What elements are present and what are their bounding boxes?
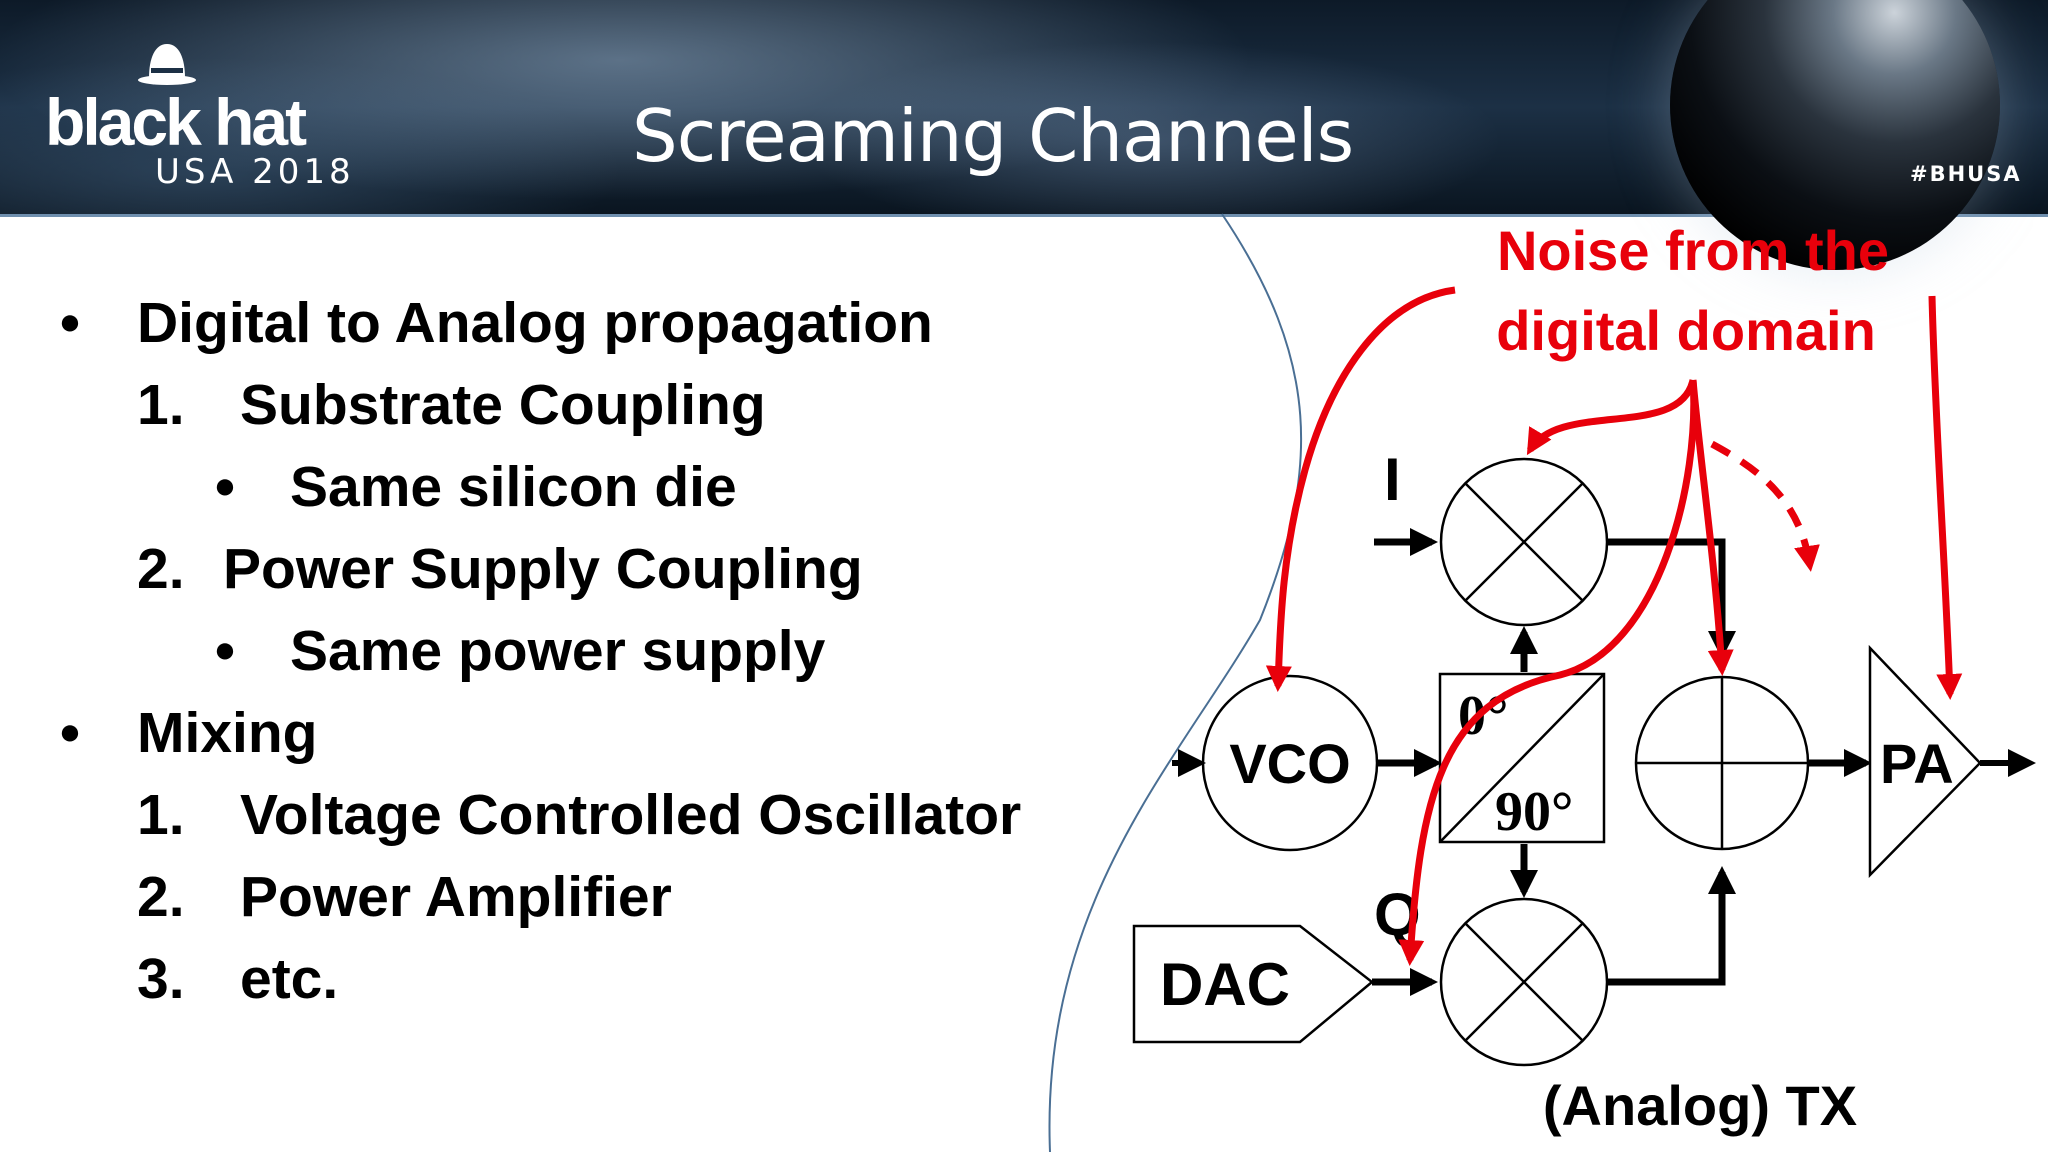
i-mixer-to-adder-line xyxy=(1607,538,1736,659)
noise-arrow-to-q-mixer xyxy=(1398,379,1698,966)
logo-wordmark: black hat xyxy=(45,85,307,159)
pa-label: PA xyxy=(1880,732,1954,795)
bullet-text: Voltage Controlled Oscillator xyxy=(240,783,1022,847)
q-mixer xyxy=(1439,897,1609,1067)
phase-splitter-block: 0° 90° xyxy=(1438,672,1606,844)
slide-header: black hat USA 2018 Screaming Channels #B… xyxy=(0,0,2048,270)
bullet-text: Power Supply Coupling xyxy=(223,537,863,601)
noise-arrow-to-vco xyxy=(1265,286,1456,692)
noise-annotation-line1: Noise from the xyxy=(1497,219,1889,282)
bullet-text: etc. xyxy=(240,947,339,1011)
dac-label: DAC xyxy=(1160,951,1290,1018)
bullet-text: Substrate Coupling xyxy=(240,373,766,437)
noise-arrow-to-i-mixer xyxy=(1526,378,1697,456)
pa-block: PA xyxy=(1868,644,1982,879)
vco-label: VCO xyxy=(1229,732,1350,795)
bullet-text: Same power supply xyxy=(290,619,826,683)
q-mixer-to-adder-line xyxy=(1607,866,1736,986)
adder-block xyxy=(1634,675,1810,851)
bullet-text: Digital to Analog propagation xyxy=(137,291,933,355)
hat-icon xyxy=(138,44,196,85)
logo-event: USA 2018 xyxy=(155,152,355,192)
hashtag: #BHUSA xyxy=(1910,162,2022,186)
diagram-caption: (Analog) TX xyxy=(1543,1074,1857,1137)
bullet-marker: 3. xyxy=(137,947,185,1011)
bullet-marker: 1. xyxy=(137,373,185,437)
noise-arrow-to-pa xyxy=(1928,295,1963,700)
bullet-text: Mixing xyxy=(137,701,318,765)
dac-block: DAC xyxy=(1132,924,1374,1044)
i-label: I xyxy=(1384,446,1401,513)
divider-curve xyxy=(1048,213,1303,1152)
i-mixer xyxy=(1439,457,1609,627)
bullet-marker: 2. xyxy=(137,537,185,601)
noise-arrow-dashed xyxy=(1710,440,1820,572)
bullet-marker: • xyxy=(215,455,235,519)
noise-arrow-to-adder xyxy=(1689,379,1734,676)
slide-title: Screaming Channels xyxy=(632,94,1354,178)
vco-block: VCO xyxy=(1201,674,1379,852)
planet-graphic xyxy=(1670,0,2000,270)
blackhat-logo: black hat USA 2018 xyxy=(45,40,435,192)
bullet-text: Same silicon die xyxy=(290,455,737,519)
bullet-text: Power Amplifier xyxy=(240,865,672,929)
bullet-marker: • xyxy=(60,701,80,765)
noise-annotation-line2: digital domain xyxy=(1496,299,1876,362)
bullet-marker: • xyxy=(215,619,235,683)
bullet-marker: 2. xyxy=(137,865,185,929)
bullet-marker: • xyxy=(60,291,80,355)
bullet-marker: 1. xyxy=(137,783,185,847)
phase-90-label: 90° xyxy=(1495,781,1573,843)
